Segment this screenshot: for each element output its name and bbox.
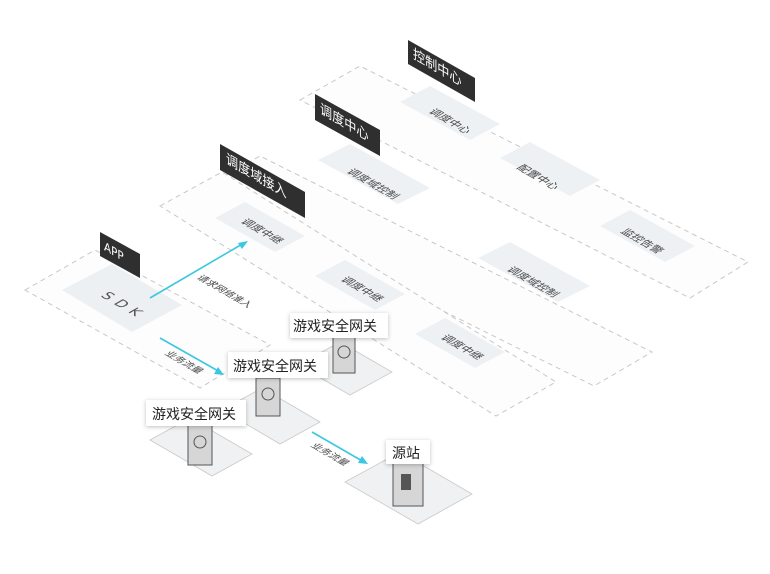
- control-tag: [408, 40, 475, 102]
- dispatch-access-tag: [220, 144, 305, 218]
- app-tag: [100, 232, 140, 278]
- gateway-label: 游戏安全网关: [152, 406, 236, 423]
- gateway-label: 游戏安全网关: [293, 318, 377, 335]
- dispatch-access-layer: 调度中继 调度中继 调度中继 调度域接入: [159, 144, 557, 417]
- dispatch-center-tag: [315, 94, 380, 156]
- control-layer: 调度中心 配置中心 监控告警 控制中心: [298, 40, 750, 299]
- traffic-arrow-2: [311, 431, 365, 463]
- gateway-2: 游戏安全网关: [221, 352, 328, 445]
- traffic-arrow-1: [159, 337, 221, 373]
- app-layer: SDK APP: [23, 232, 271, 389]
- traffic-label-2: 业务流量: [307, 441, 353, 467]
- request-arrow: [149, 242, 245, 299]
- origin-label: 源站: [392, 446, 420, 462]
- origin-site: 源站: [344, 440, 473, 525]
- gateway-label: 游戏安全网关: [233, 358, 317, 375]
- request-label: 请求网络准入: [193, 273, 256, 309]
- gateway-1: 游戏安全网关: [146, 400, 253, 477]
